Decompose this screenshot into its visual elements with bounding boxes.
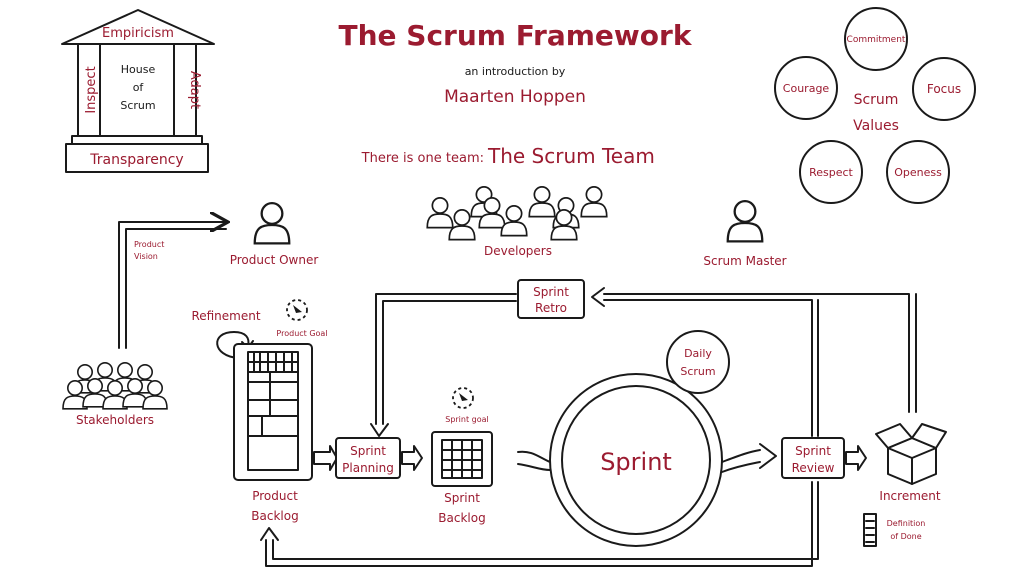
- value-respect: Respect: [809, 166, 853, 179]
- dod-line1: Definition: [887, 519, 926, 528]
- daily-scrum-line2: Scrum: [680, 365, 715, 378]
- sprint-retro-box: [517, 279, 585, 319]
- daily-scrum-line1: Daily: [684, 347, 712, 360]
- product-backlog-line2: Backlog: [251, 509, 298, 523]
- product-goal-icon: [286, 299, 308, 321]
- house-center-line1: House: [121, 63, 156, 76]
- sprint-goal-icon: [452, 387, 474, 409]
- stakeholders-crowd-icon: [62, 361, 168, 410]
- product-vision-arrow: [118, 222, 226, 349]
- increment-label: Increment: [879, 489, 940, 503]
- house-right-pillar-label: Adapt: [187, 71, 202, 109]
- sprint-planning-box: [335, 437, 401, 479]
- product-owner-label: Product Owner: [230, 253, 319, 267]
- scrum-values: Scrum Values Commitment Courage Focus Re…: [774, 7, 976, 204]
- value-openess: Openess: [894, 166, 942, 179]
- values-center-line2: Values: [853, 118, 899, 134]
- daily-scrum-bubble: [666, 330, 730, 394]
- house-roof-label: Empiricism: [102, 26, 174, 41]
- house-left-pillar-label: Inspect: [84, 66, 99, 113]
- increment-box-icon: [875, 423, 947, 485]
- dod-line2: of Done: [890, 532, 921, 541]
- sprint-review-box: [781, 437, 845, 479]
- refinement-label: Refinement: [191, 309, 260, 323]
- value-courage: Courage: [783, 82, 830, 95]
- sprint-retro-line1: Sprint: [533, 285, 569, 299]
- product-backlog-icon: [233, 343, 313, 481]
- scrum-master-icon: [726, 199, 764, 243]
- sprint-backlog-line2: Backlog: [438, 511, 485, 525]
- sprint-label: Sprint: [600, 448, 672, 476]
- page-title: The Scrum Framework: [339, 19, 693, 52]
- value-commitment: Commitment: [847, 35, 906, 45]
- stakeholders-label: Stakeholders: [76, 413, 154, 427]
- refinement-arrow-icon: [216, 331, 250, 359]
- house-base-label: Transparency: [89, 152, 183, 168]
- product-vision-line2: Vision: [134, 252, 158, 261]
- sprint-retro-line2: Retro: [535, 301, 567, 315]
- product-vision-line1: Product: [134, 240, 164, 249]
- product-owner-icon: [253, 201, 291, 245]
- sprint-backlog-icon: [431, 431, 493, 487]
- sprint-review-line1: Sprint: [795, 444, 831, 458]
- sprint-cycle: [549, 373, 723, 547]
- values-center-line1: Scrum: [854, 92, 899, 108]
- team-name: The Scrum Team: [487, 144, 655, 168]
- product-goal-label: Product Goal: [276, 329, 327, 338]
- sprint-planning-line2: Planning: [342, 461, 394, 475]
- house-center-line3: Scrum: [120, 99, 155, 112]
- sprint-review-line2: Review: [792, 461, 835, 475]
- sprint-goal-label: Sprint goal: [445, 415, 489, 424]
- value-focus: Focus: [927, 82, 961, 96]
- team-prefix: There is one team:: [361, 151, 484, 166]
- developers-label: Developers: [484, 244, 552, 258]
- house-of-scrum: Empiricism Inspect Adapt House of Scrum …: [61, 9, 215, 173]
- author-name: Maarten Hoppen: [444, 87, 586, 107]
- product-backlog-line1: Product: [252, 489, 298, 503]
- developers-crowd-icon: [426, 186, 608, 241]
- intro-text: an introduction by: [465, 65, 566, 78]
- sprint-backlog-line1: Sprint: [444, 491, 480, 505]
- sprint-planning-line1: Sprint: [350, 444, 386, 458]
- scrum-master-label: Scrum Master: [703, 254, 786, 268]
- house-center-line2: of: [133, 81, 145, 94]
- definition-of-done-checklist-icon: [863, 513, 877, 547]
